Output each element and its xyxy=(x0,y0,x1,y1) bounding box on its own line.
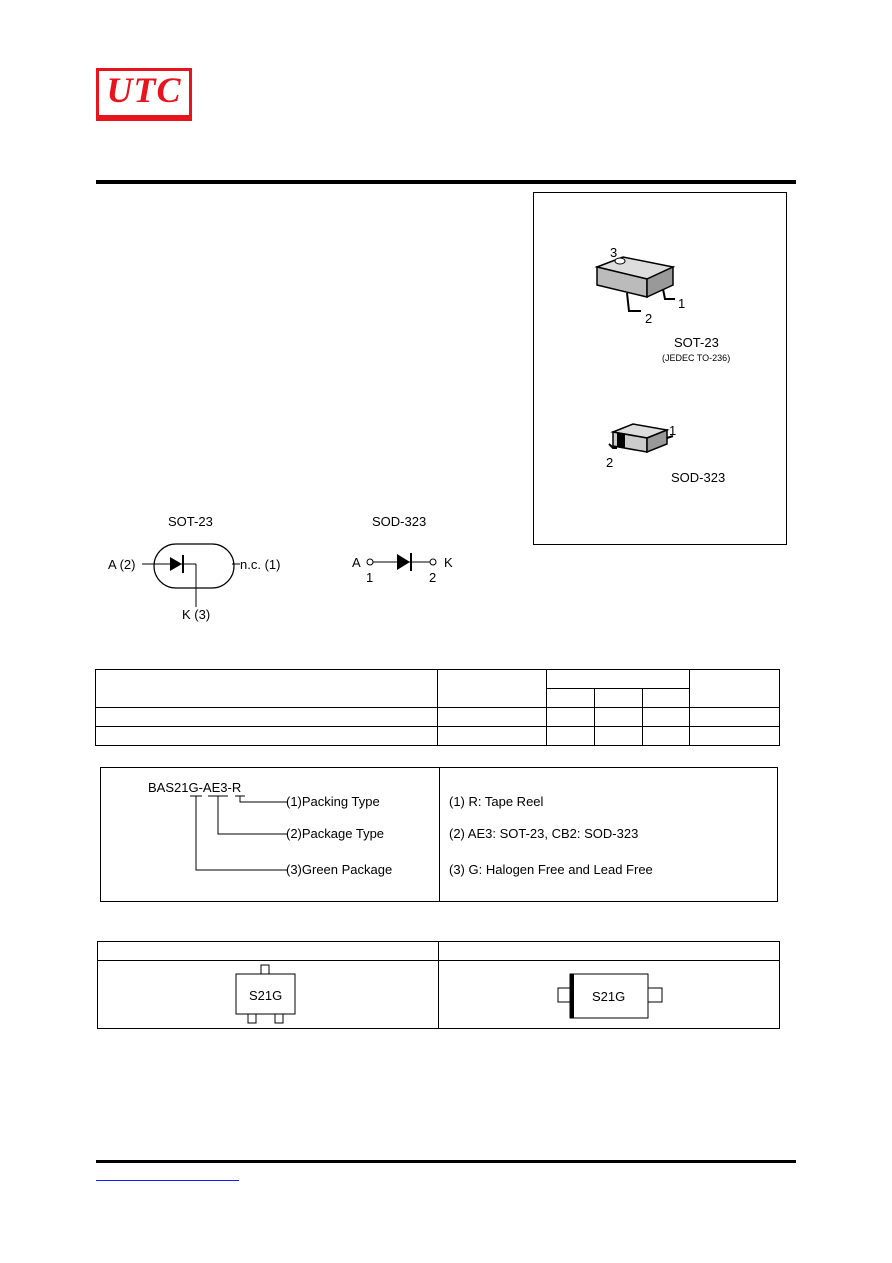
package-type-label: (2)Package Type xyxy=(286,826,385,841)
footer-link-underline[interactable] xyxy=(96,1179,239,1181)
sot23-pin3-label: 3 xyxy=(610,245,618,260)
ordering-table-cell xyxy=(545,669,691,689)
part-number-code: BAS21G-AE3-R xyxy=(148,780,242,795)
packing-type-desc: (1) R: Tape Reel xyxy=(449,794,544,809)
sod323-cathode-label: K xyxy=(444,555,453,570)
marking-divider xyxy=(438,941,439,1029)
ordering-table-cell xyxy=(689,726,780,746)
ordering-table-cell xyxy=(641,688,691,708)
ordering-table-cell xyxy=(641,726,691,746)
ordering-table-cell xyxy=(593,707,643,727)
ordering-table-cell xyxy=(437,669,547,708)
package-type-desc: (2) AE3: SOT-23, CB2: SOD-323 xyxy=(449,826,639,841)
sod323-package-name: SOD-323 xyxy=(671,470,726,485)
package-views-box xyxy=(533,192,787,545)
ordering-table-cell xyxy=(546,726,595,746)
ordering-table-cell xyxy=(593,726,643,746)
ordering-table-cell xyxy=(641,707,691,727)
pin-config-anode-label: A (2) xyxy=(108,557,136,572)
footer-rule xyxy=(96,1160,796,1163)
logo-text: UTC xyxy=(106,70,182,110)
sod323-marking-drawing xyxy=(557,973,663,1019)
pin-config-cathode-label: K (3) xyxy=(182,607,211,622)
pin-config-sot23-title: SOT-23 xyxy=(168,514,213,529)
sot23-pin2-label: 2 xyxy=(645,311,653,326)
green-package-label: (3)Green Package xyxy=(286,862,393,877)
ordering-table-cell xyxy=(94,669,439,708)
ordering-table-cell xyxy=(94,726,439,746)
sot23-diode-symbol xyxy=(142,543,240,607)
sod323-pin2-label: 2 xyxy=(606,455,614,470)
pin-config-nc-label: n.c. (1) xyxy=(240,557,281,572)
sot23-jedec-note: (JEDEC TO-236) xyxy=(662,353,731,363)
ordering-table-cell xyxy=(437,726,547,746)
ordering-table-cell xyxy=(546,688,595,708)
sod323-pin1-label: 1 xyxy=(669,423,677,438)
packing-type-label: (1)Packing Type xyxy=(286,794,380,809)
sot23-package-name: SOT-23 xyxy=(674,335,719,350)
utc-logo: UTC xyxy=(96,68,192,121)
sod323-pin1-label: 1 xyxy=(366,570,374,585)
pin-config-sod323-title: SOD-323 xyxy=(372,514,427,529)
sot23-marking-drawing xyxy=(235,964,296,1024)
ordering-table-cell xyxy=(689,707,780,727)
sod323-marking-text: S21G xyxy=(592,989,626,1004)
part-number-leader-lines xyxy=(190,795,288,871)
sod323-diode-symbol xyxy=(366,553,437,571)
green-package-desc: (3) G: Halogen Free and Lead Free xyxy=(449,862,653,877)
header-rule xyxy=(96,180,796,184)
sot23-pin1-label: 1 xyxy=(678,296,686,311)
ordering-table-cell xyxy=(437,707,547,727)
sod323-anode-label: A xyxy=(352,555,361,570)
ordering-info-table xyxy=(94,669,780,746)
part-number-divider xyxy=(439,767,440,902)
ordering-table-cell xyxy=(94,707,439,727)
ordering-table-cell xyxy=(593,688,643,708)
sod323-pin2-label: 2 xyxy=(429,570,437,585)
ordering-table-cell xyxy=(546,707,595,727)
ordering-table-cell xyxy=(689,669,780,708)
sot23-marking-text: S21G xyxy=(249,988,283,1003)
sot23-package-drawing xyxy=(594,256,675,312)
sod323-package-drawing xyxy=(608,423,674,454)
